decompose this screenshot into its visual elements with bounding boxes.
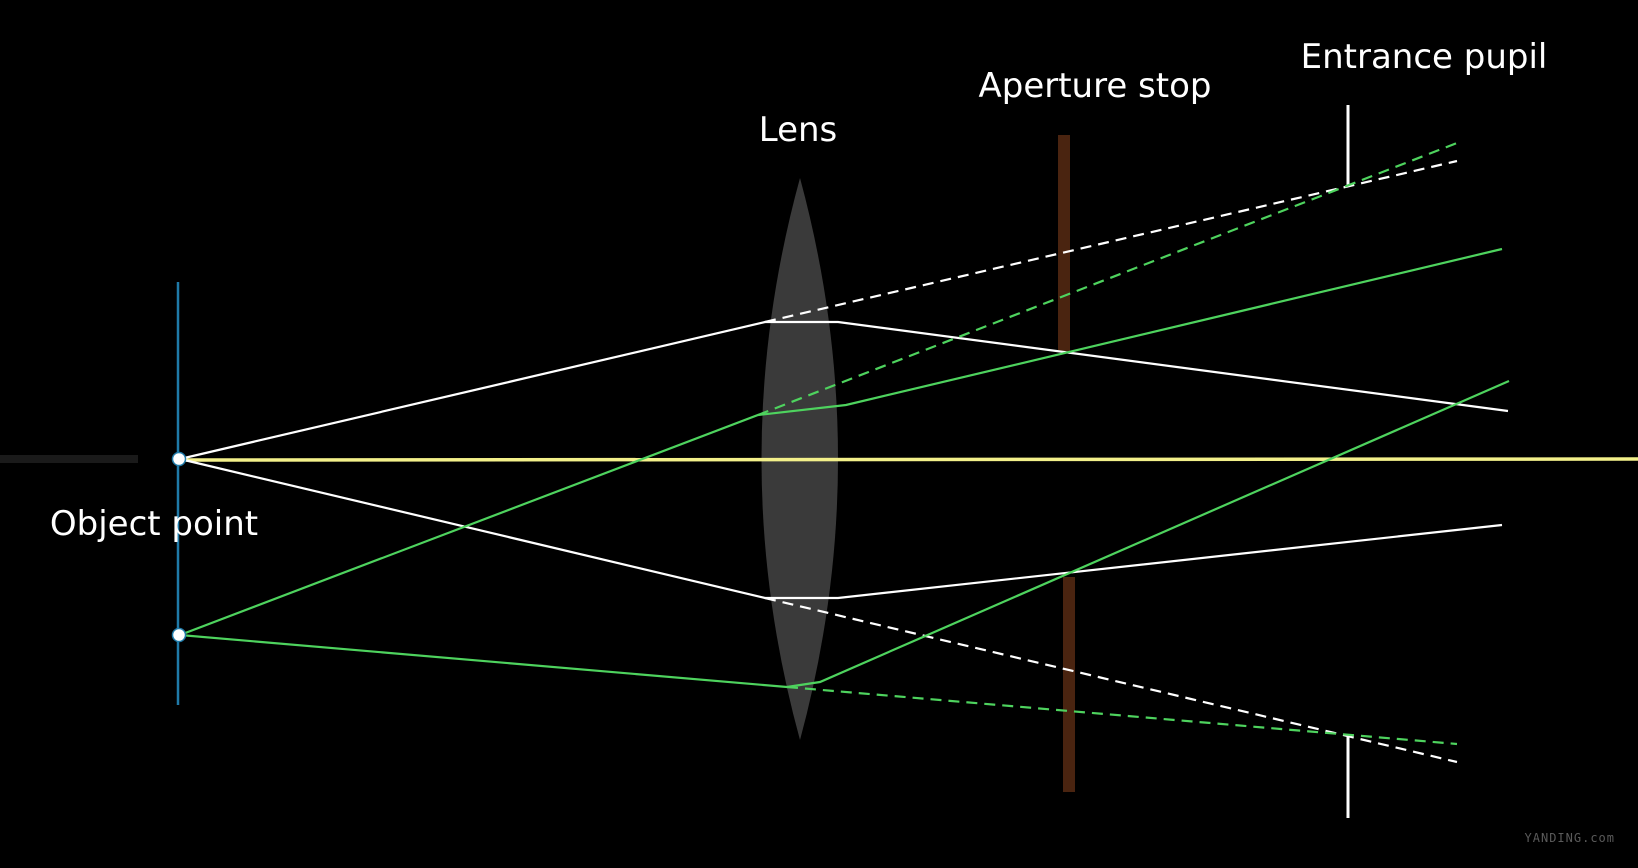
optical-axis xyxy=(179,457,1638,462)
aperture-stop-lower xyxy=(1063,577,1075,792)
object-point-off-axis xyxy=(171,627,187,643)
aperture-stop-upper xyxy=(1058,135,1070,351)
marginal-ray-upper xyxy=(179,320,1509,461)
object-point-on-axis xyxy=(171,451,187,467)
marginal-ray-lower xyxy=(179,457,1503,600)
lens-label: Lens xyxy=(759,110,838,150)
entrance-pupil-label: Entrance pupil xyxy=(1301,37,1548,77)
chief-ray-upper xyxy=(179,247,1503,637)
watermark: YANDING.com xyxy=(1525,831,1615,845)
marginal-ray-upper-extension xyxy=(764,159,1458,324)
marginal-ray-lower-extension xyxy=(764,596,1458,764)
chief-ray-lower-extension xyxy=(786,685,1458,746)
aperture-stop-label: Aperture stop xyxy=(978,66,1211,106)
chief-ray-lower xyxy=(179,379,1510,689)
object-point-label: Object point xyxy=(50,504,258,544)
